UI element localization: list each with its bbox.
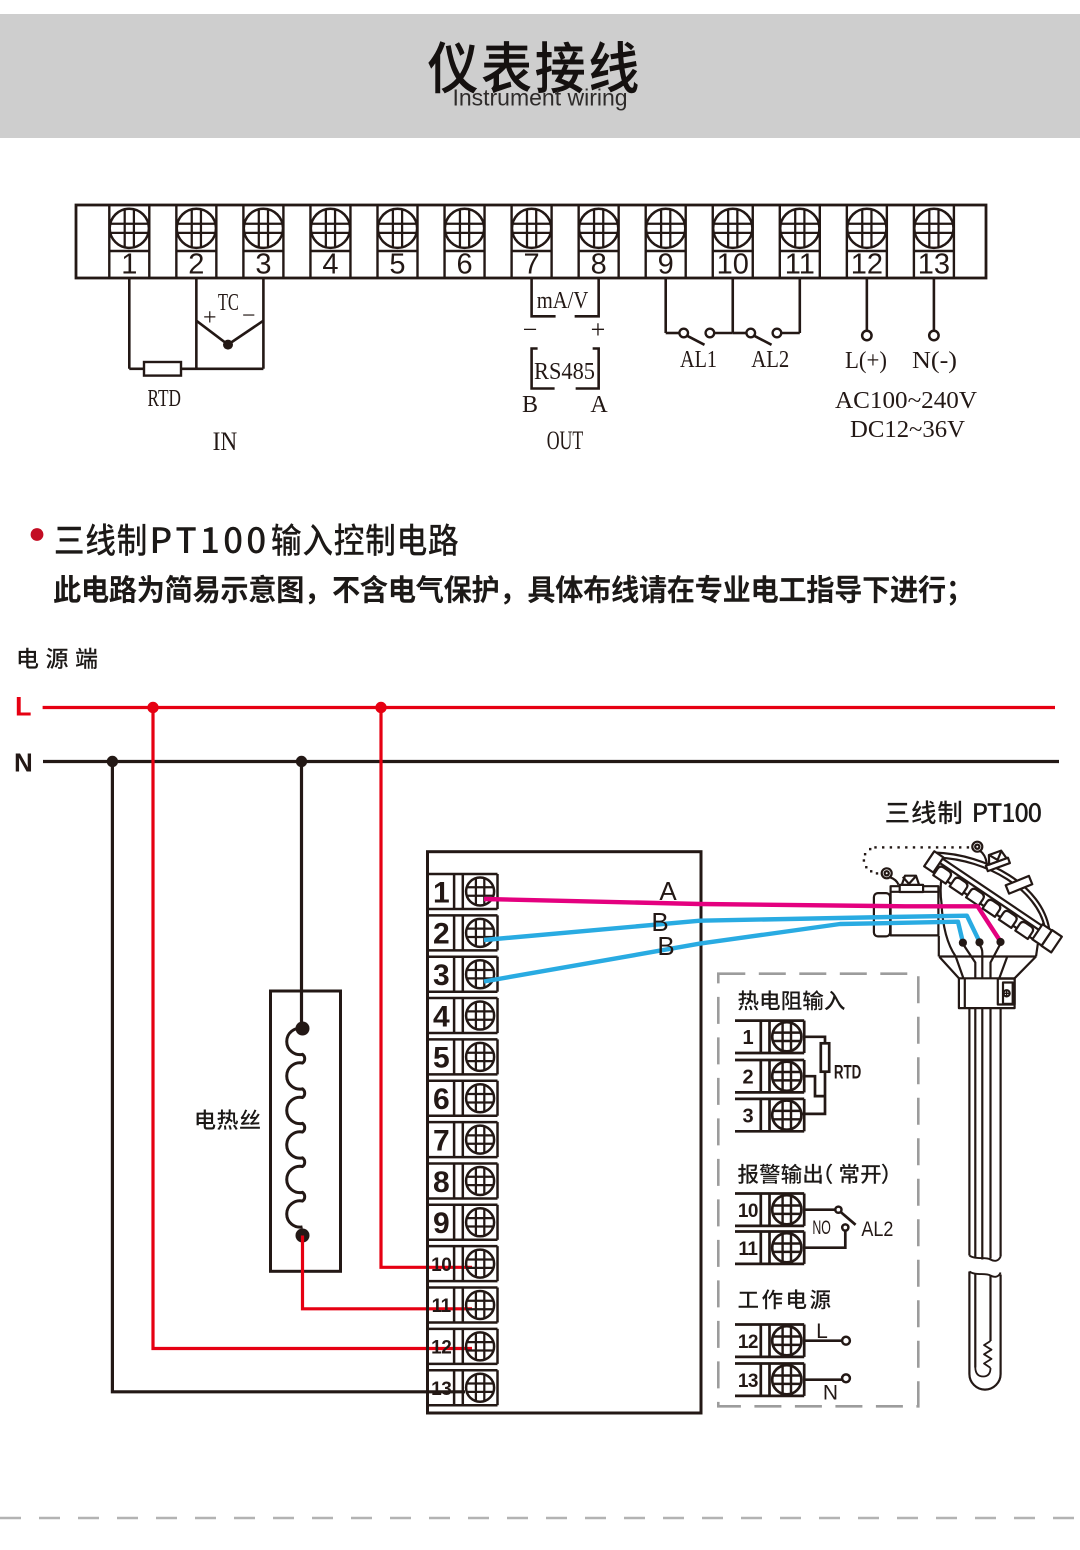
svg-text:13: 13 [738,1371,758,1392]
svg-text:6: 6 [456,249,472,281]
svg-text:13: 13 [918,249,950,281]
svg-text:B: B [657,931,674,961]
svg-text:7: 7 [524,249,540,281]
svg-text:AL2: AL2 [751,347,789,373]
svg-text:3: 3 [742,1105,753,1127]
svg-text:13: 13 [431,1379,451,1400]
svg-text:10: 10 [738,1201,758,1222]
svg-text:11: 11 [738,1239,758,1260]
svg-text:1: 1 [742,1027,753,1049]
svg-text:N: N [823,1382,838,1405]
svg-text:B: B [651,907,668,937]
svg-text:11: 11 [432,1296,452,1317]
svg-text:2: 2 [742,1066,753,1088]
svg-text:8: 8 [591,249,607,281]
svg-text:5: 5 [389,249,405,281]
svg-text:1: 1 [433,876,450,909]
svg-text:RTD: RTD [834,1063,862,1084]
svg-text:6: 6 [433,1083,450,1116]
svg-text:AL2: AL2 [861,1218,893,1241]
svg-text:1: 1 [121,249,137,281]
svg-text:−: − [242,303,256,329]
svg-text:IN: IN [213,427,238,456]
svg-text:OUT: OUT [547,426,584,455]
svg-text:2: 2 [188,249,204,281]
svg-text:12: 12 [851,249,883,281]
svg-text:5: 5 [433,1042,450,1075]
svg-text:4: 4 [322,249,338,281]
svg-text:RS485: RS485 [534,359,595,385]
svg-text:B: B [522,392,538,418]
svg-text:11: 11 [785,249,815,281]
svg-text:L: L [816,1320,828,1343]
svg-text:10: 10 [717,249,749,281]
svg-text:L: L [15,692,32,722]
svg-text:A: A [590,392,608,418]
svg-text:9: 9 [658,249,674,281]
svg-text:3: 3 [255,249,271,281]
svg-text:N: N [14,748,33,778]
svg-text:A: A [659,876,677,906]
svg-text:12: 12 [431,1338,451,1359]
svg-text:4: 4 [433,1000,450,1033]
svg-text:N(-): N(-) [912,348,957,374]
svg-text:RTD: RTD [148,386,181,412]
svg-text:10: 10 [431,1255,451,1276]
svg-text:3: 3 [433,959,450,992]
svg-text:8: 8 [433,1166,450,1199]
svg-text:AC100~240V: AC100~240V [835,388,978,414]
svg-text:+: + [591,315,606,344]
svg-text:Instrument wiring: Instrument wiring [452,85,627,111]
svg-text:12: 12 [738,1332,758,1353]
svg-text:NO: NO [812,1218,831,1239]
svg-text:2: 2 [433,918,450,951]
svg-text:9: 9 [433,1207,450,1240]
svg-text:mA/V: mA/V [537,288,589,314]
svg-text:AL1: AL1 [680,347,717,373]
svg-text:7: 7 [433,1124,450,1157]
svg-text:−: − [523,315,538,344]
svg-text:+: + [203,305,217,331]
svg-text:DC12~36V: DC12~36V [850,417,966,443]
svg-text:L(+): L(+) [845,348,887,374]
svg-text:TC: TC [218,290,239,316]
